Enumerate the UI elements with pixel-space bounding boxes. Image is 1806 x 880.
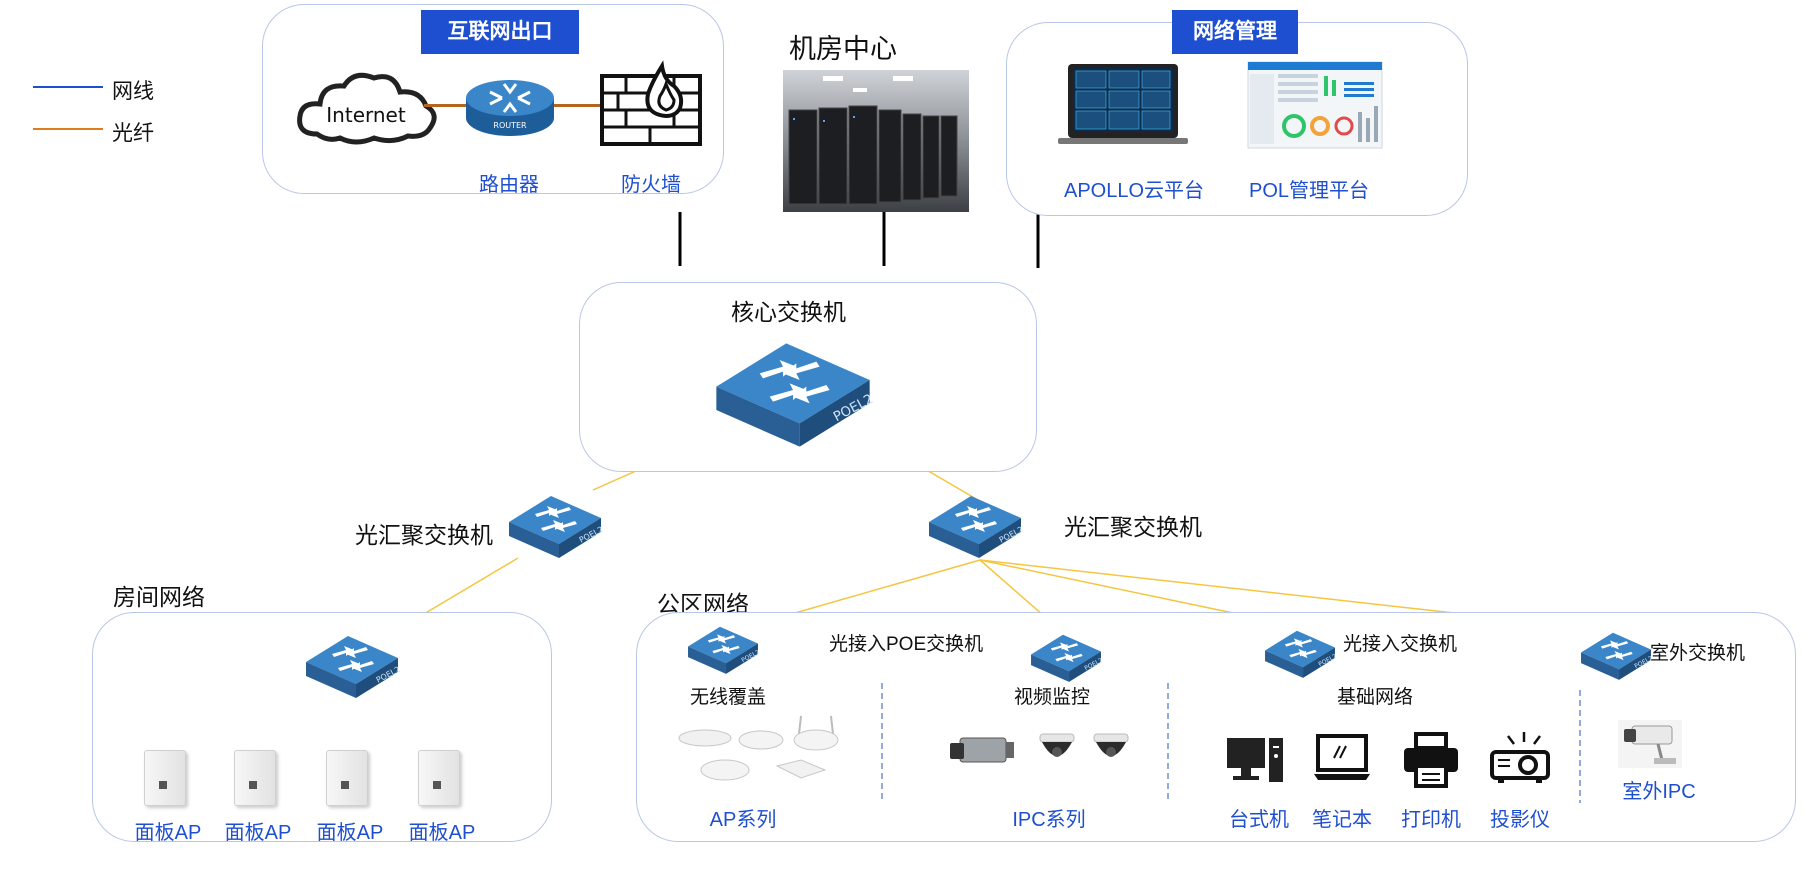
ipc-dome-camera-icon — [1039, 733, 1075, 757]
panel-ap-icon — [326, 750, 368, 806]
basic-device-label: 投影仪 — [1490, 809, 1550, 831]
legend-wire-label: 网线 — [112, 80, 154, 103]
outdoor-ipc-icon — [1618, 720, 1682, 768]
basic-device-label: 笔记本 — [1312, 809, 1372, 831]
printer-icon — [1404, 732, 1458, 788]
ipc-dome-camera-icon-2 — [1093, 733, 1129, 757]
video-switch-icon: POEL2 — [1028, 628, 1104, 684]
right-aggregation-label: 光汇聚交换机 — [1064, 514, 1202, 540]
left-aggregation-switch-icon: POEL2 — [505, 488, 605, 560]
ap-series-image — [678, 715, 839, 781]
pol-dashboard-icon — [1247, 61, 1383, 149]
outdoor-ipc-label: 室外IPC — [1622, 781, 1696, 803]
legend-wire-line — [33, 86, 103, 88]
core-switch-icon: POEL2 — [705, 330, 881, 450]
basic-title: 基础网络 — [1336, 687, 1414, 708]
video-title: 视频监控 — [1013, 687, 1091, 708]
outdoor-switch-icon: POEL2 — [1578, 626, 1654, 682]
laptop-dashboard-icon — [1058, 64, 1188, 144]
panel-ap-icon — [418, 750, 460, 806]
panel-ap-label: 面板AP — [224, 822, 292, 844]
datacenter-title: 机房中心 — [789, 34, 897, 64]
outdoor-switch-label: 室外交换机 — [1650, 643, 1746, 664]
poe-access-switch-icon: POEL2 — [685, 620, 761, 676]
server-room-image — [783, 70, 969, 212]
ipc-box-camera-icon — [950, 737, 1014, 763]
router-firewall-link — [554, 104, 600, 107]
ap-series-label: AP系列 — [709, 809, 777, 831]
apollo-label: APOLLO云平台 — [1063, 180, 1205, 202]
room-poe-switch-icon: POEL2 — [302, 628, 402, 700]
pol-label: POL管理平台 — [1248, 180, 1370, 202]
router-icon: ROUTER — [466, 80, 554, 136]
legend-fiber-line — [33, 128, 103, 130]
cloud-router-link — [424, 104, 468, 107]
panel-ap-icon — [234, 750, 276, 806]
router-label: 路由器 — [479, 174, 539, 196]
firewall-icon — [600, 60, 702, 146]
right-aggregation-switch-icon: POEL2 — [925, 488, 1025, 560]
laptop-icon — [1314, 734, 1370, 780]
router-text: ROUTER — [493, 121, 527, 130]
wireless-title: 无线覆盖 — [689, 687, 767, 708]
projector-icon — [1490, 732, 1550, 783]
ipc-series-label: IPC系列 — [1012, 809, 1086, 831]
panel-ap-icon — [144, 750, 186, 806]
basic-device-label: 打印机 — [1401, 809, 1461, 831]
basic-access-switch-icon: POEL2 — [1262, 624, 1338, 680]
internet-text: Internet — [326, 103, 406, 127]
room-network-title: 房间网络 — [113, 584, 205, 610]
panel-ap-label: 面板AP — [316, 822, 384, 844]
panel-ap-label: 面板AP — [408, 822, 476, 844]
firewall-label: 防火墙 — [621, 174, 681, 196]
internet-cloud-icon: Internet — [297, 72, 437, 145]
panel-ap-label: 面板AP — [134, 822, 202, 844]
basic-device-label: 台式机 — [1229, 809, 1289, 831]
desktop-icon — [1227, 738, 1283, 782]
legend-fiber-label: 光纤 — [112, 122, 154, 145]
basic-access-switch-label: 光接入交换机 — [1343, 634, 1458, 655]
poe-access-switch-label: 光接入POE交换机 — [829, 634, 984, 655]
internet-exit-tag: 互联网出口 — [421, 10, 579, 54]
core-switch-title: 核心交换机 — [731, 299, 846, 325]
network-mgmt-tag: 网络管理 — [1172, 10, 1298, 54]
left-aggregation-label: 光汇聚交换机 — [355, 522, 493, 548]
